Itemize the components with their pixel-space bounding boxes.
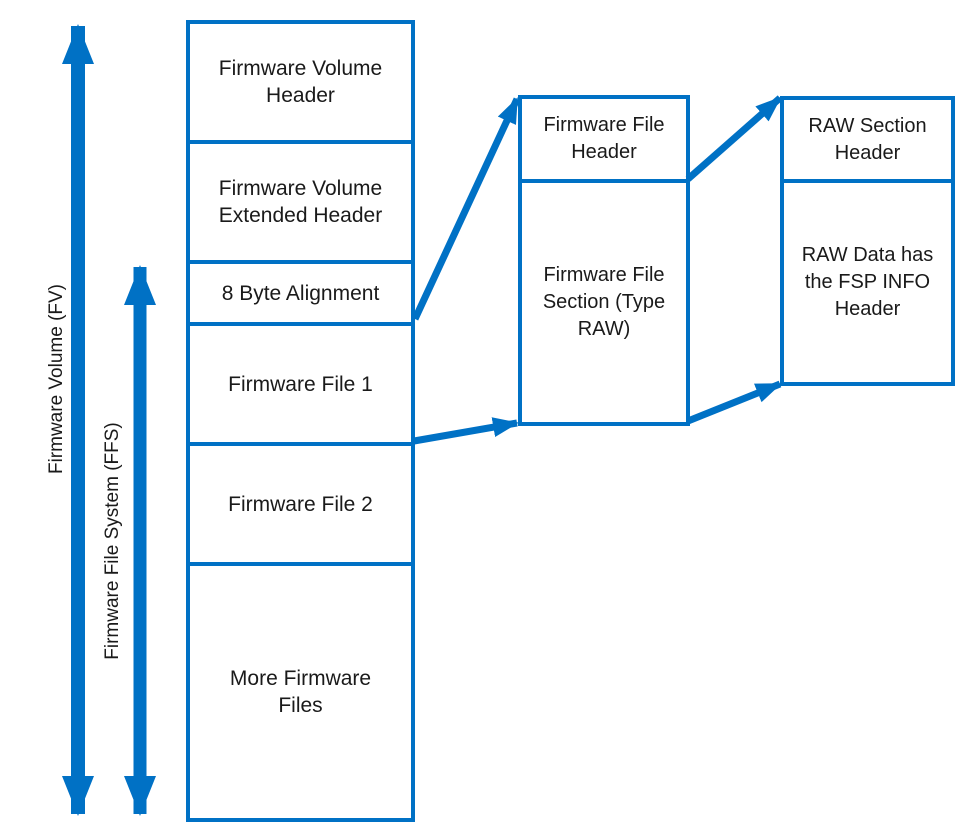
block-label: More Firmware Files <box>229 667 372 717</box>
arrow-file1-top-to-file-header <box>411 97 521 321</box>
block-firmware-volume-extended-header: Firmware Volume Extended Header <box>186 140 415 264</box>
arrow-file1-bottom-to-file-section <box>413 417 519 445</box>
block-firmware-volume-header: Firmware Volume Header <box>186 20 415 144</box>
block-label: Firmware Volume Extended Header <box>218 177 383 227</box>
block-firmware-file-1: Firmware File 1 <box>186 322 415 446</box>
block-raw-section-header: RAW Section Header <box>780 96 955 183</box>
block-label: Firmware File 2 <box>228 492 373 516</box>
firmware-file-system-range-label: Firmware File System (FFS) <box>102 422 123 660</box>
block-label: RAW Section Header <box>808 114 927 164</box>
block-label: Firmware File 1 <box>228 372 373 396</box>
block-label: Firmware File Header <box>543 114 665 163</box>
block-firmware-file-section-raw: Firmware File Section (Type RAW) <box>518 179 690 426</box>
block-label: 8 Byte Alignment <box>221 281 380 305</box>
block-firmware-file-2: Firmware File 2 <box>186 442 415 566</box>
block-label: RAW Data has the FSP INFO Header <box>801 244 934 320</box>
block-more-firmware-files: More Firmware Files <box>186 562 415 822</box>
firmware-volume-range-label: Firmware Volume (FV) <box>46 283 67 475</box>
block-firmware-file-header: Firmware File Header <box>518 95 690 183</box>
block-raw-data-fsp-info-header: RAW Data has the FSP INFO Header <box>780 179 955 386</box>
block-label: Firmware Volume Header <box>218 57 383 107</box>
arrow-file-header-to-raw-section-header <box>685 95 783 182</box>
block-label: Firmware File Section (Type RAW) <box>542 264 666 340</box>
block-8-byte-alignment: 8 Byte Alignment <box>186 260 415 326</box>
arrow-file-section-to-raw-data <box>686 380 782 425</box>
